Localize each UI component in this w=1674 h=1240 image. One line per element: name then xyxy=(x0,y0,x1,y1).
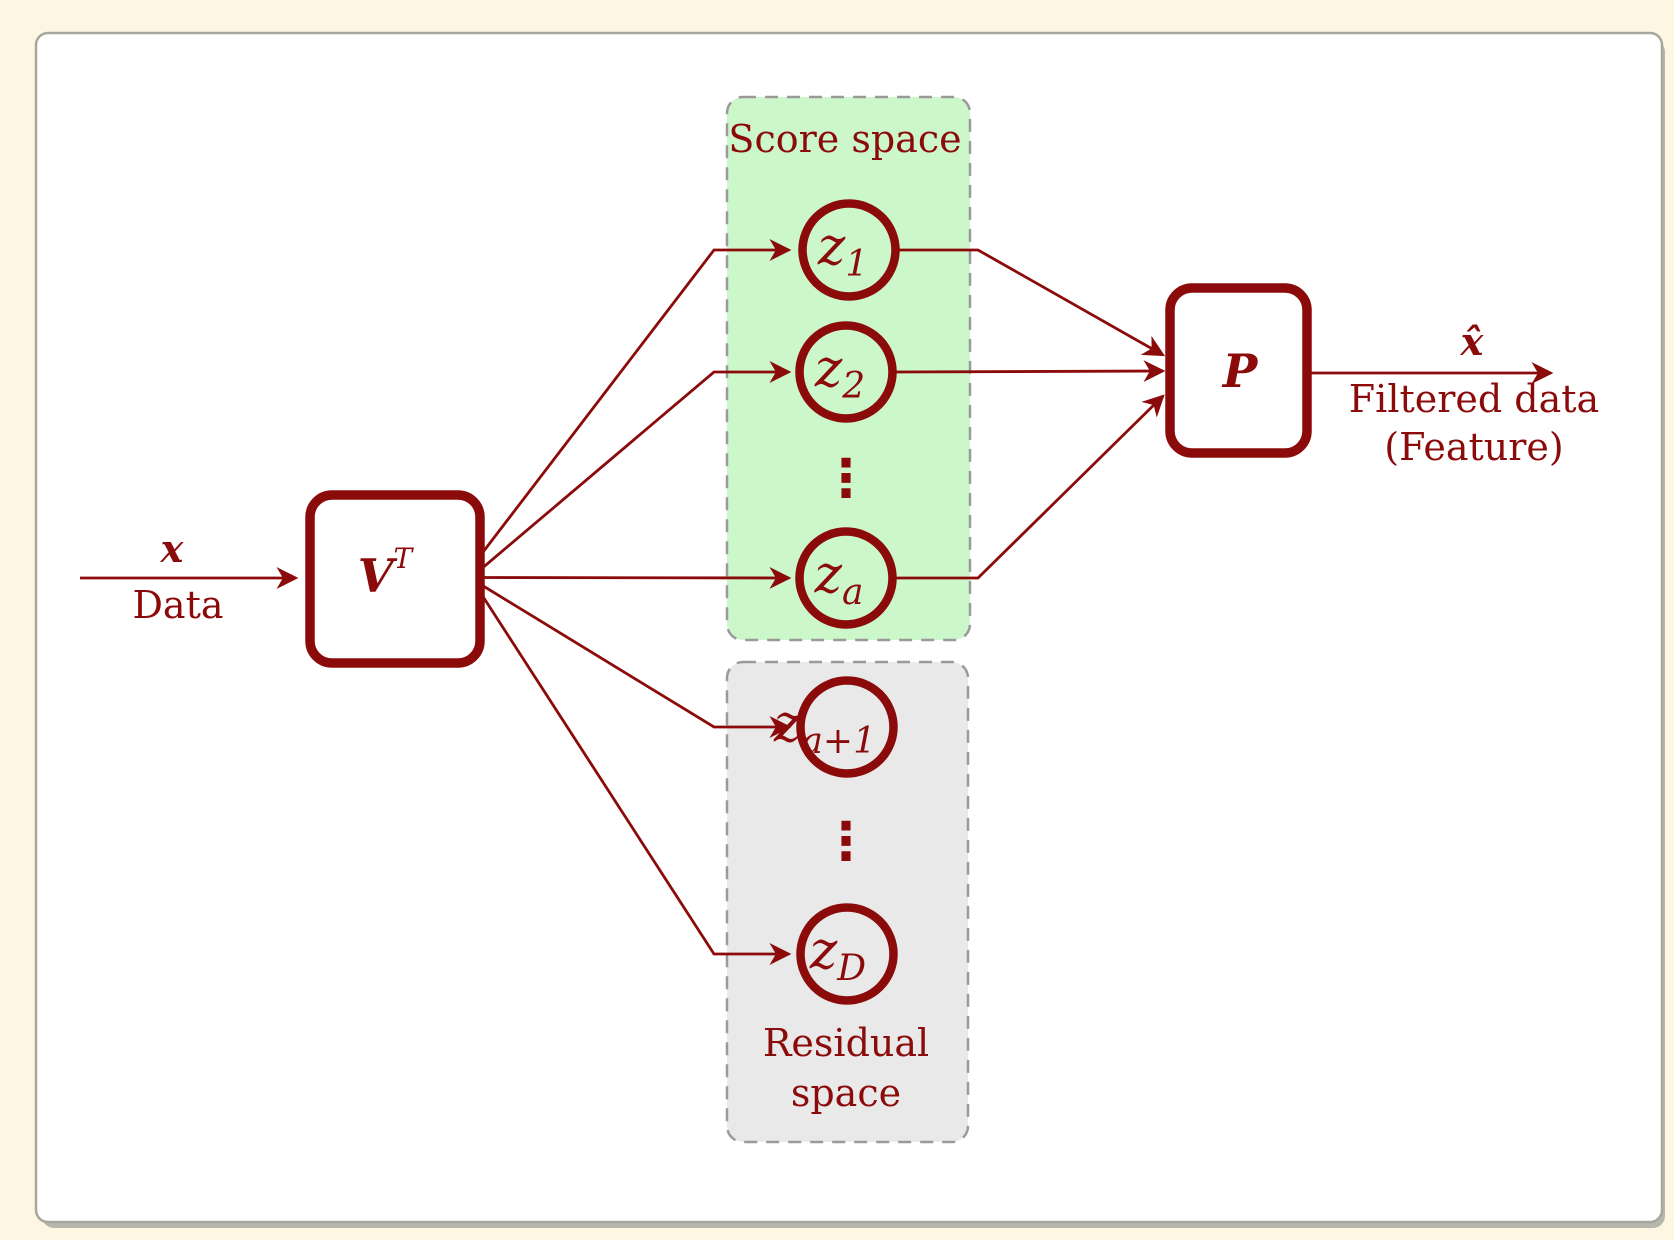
output-label-line1: Filtered data xyxy=(1349,377,1599,421)
node-z2-label: z2 xyxy=(814,339,865,407)
node-z1-label: z1 xyxy=(817,217,868,285)
input-symbol: x xyxy=(160,526,185,571)
score-space-box xyxy=(725,95,972,642)
p-box xyxy=(1165,283,1312,458)
edge-z2-to-p xyxy=(892,360,1166,383)
residual-space-box xyxy=(725,660,970,1144)
node-za1-label: za+1 xyxy=(773,694,876,762)
node-za-label: za xyxy=(814,545,864,613)
node-z2 xyxy=(795,321,897,423)
vt-box-label: VT xyxy=(358,542,415,603)
residual-space-title-line2: space xyxy=(791,1071,901,1115)
output-symbol: x̂ xyxy=(1460,319,1485,364)
score-ellipsis: ⋮ xyxy=(820,449,872,509)
edge-vt-to-z1 xyxy=(478,239,792,557)
edge-vt-to-za xyxy=(479,567,792,589)
edge-z1-to-p xyxy=(896,248,1166,357)
residual-space-title-line1: Residual xyxy=(763,1021,929,1065)
node-zd xyxy=(796,903,898,1005)
node-za xyxy=(795,527,897,629)
output-label-line2: (Feature) xyxy=(1384,425,1563,469)
edge-za-to-p xyxy=(893,394,1165,580)
node-z1 xyxy=(798,199,900,301)
edge-vt-to-za1 xyxy=(479,582,792,738)
edge-vt-to-z2 xyxy=(479,361,792,572)
p-box-label: P xyxy=(1221,344,1259,398)
input-label: Data xyxy=(132,583,223,627)
node-za1 xyxy=(796,676,898,778)
residual-ellipsis: ⋮ xyxy=(820,812,872,872)
edge-vt-to-zd xyxy=(478,591,792,965)
score-space-title: Score space xyxy=(728,117,961,161)
node-zd-label: zD xyxy=(809,921,866,989)
vt-box xyxy=(305,490,485,668)
